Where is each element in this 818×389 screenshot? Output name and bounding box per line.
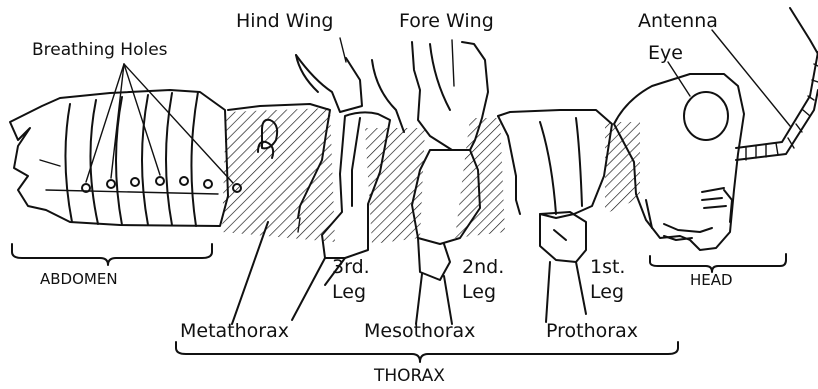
- antenna-drawing: [736, 8, 818, 160]
- head-drawing: [614, 74, 744, 250]
- metathorax-label: Metathorax: [180, 322, 289, 341]
- antenna-label: Antenna: [638, 12, 718, 31]
- abdomen-label: ABDOMEN: [40, 272, 118, 287]
- third-leg-label-line1: 3rd.: [332, 258, 370, 277]
- thorax-label: THORAX: [374, 368, 445, 385]
- eye-label: Eye: [648, 44, 683, 63]
- fore-wing-label: Fore Wing: [399, 12, 494, 31]
- third-leg-label-line2: Leg: [332, 283, 366, 302]
- first-leg: [540, 212, 586, 322]
- prothorax-label: Prothorax: [546, 322, 638, 341]
- head-label: HEAD: [690, 273, 733, 288]
- hind-wing-label: Hind Wing: [236, 12, 333, 31]
- pointer-lines: [340, 30, 790, 126]
- prothorax-drawing: [498, 110, 612, 218]
- abdomen-drawing: [10, 90, 241, 226]
- mesothorax-label: Mesothorax: [364, 322, 475, 341]
- second-leg-label-line2: Leg: [462, 283, 496, 302]
- breathing-holes-label: Breathing Holes: [32, 42, 168, 59]
- first-leg-label-line1: 1st.: [590, 258, 625, 277]
- head-brace: [650, 254, 786, 272]
- breathing-hole-pointers: [86, 64, 233, 183]
- abdomen-brace: [12, 244, 212, 265]
- second-leg-label-line1: 2nd.: [462, 258, 504, 277]
- thorax-brace: [176, 342, 678, 362]
- first-leg-label-line2: Leg: [590, 283, 624, 302]
